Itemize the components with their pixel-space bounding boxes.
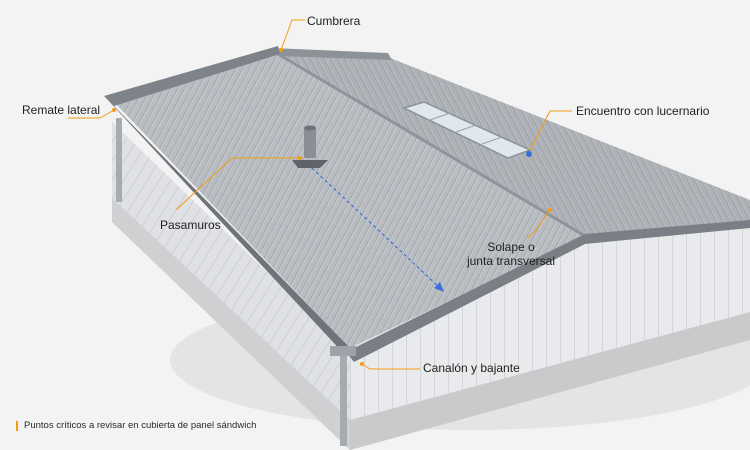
downpipe: [340, 356, 347, 446]
ridge-cap: [272, 48, 392, 60]
gutter-box: [330, 346, 356, 356]
caption-text: Puntos críticos a revisar en cubierta de…: [24, 420, 257, 431]
label-solape-line2: junta transversal: [466, 254, 556, 268]
label-canalon: Canalón y bajante: [423, 361, 520, 375]
side-trim: [104, 46, 280, 106]
front-plinth: [350, 312, 750, 450]
eave-trim: [104, 96, 354, 356]
front-gable-wall: [350, 225, 750, 420]
side-plinth: [112, 198, 350, 450]
label-cumbrera: Cumbrera: [307, 14, 361, 28]
label-remate-lateral: Remate lateral: [22, 103, 101, 117]
vent-flashing: [292, 160, 328, 168]
figure-caption: Puntos críticos a revisar en cubierta de…: [16, 420, 256, 431]
downpipe-side: [116, 118, 122, 202]
label-pasamuros: Pasamuros: [160, 218, 221, 232]
leader-pasamuros: [175, 157, 300, 211]
slope-arrow: [311, 167, 441, 289]
label-solape: Solape o junta transversal: [456, 240, 566, 268]
caption-accent-bar: [16, 420, 18, 431]
label-solape-line1: Solape o: [487, 240, 535, 254]
roof-slope-left: [112, 52, 585, 348]
label-encuentro-lucernario: Encuentro con lucernario: [576, 104, 710, 118]
vent-pipe: [304, 128, 316, 158]
leader-remate: [68, 109, 115, 119]
skylight-marker: [526, 151, 532, 157]
leader-canalon: [361, 363, 420, 370]
side-wall: [112, 122, 350, 420]
leader-solape: [527, 209, 551, 239]
leader-cumbrera: [280, 19, 305, 51]
leader-lucernario: [529, 110, 572, 151]
slope-arrow-head: [434, 282, 444, 292]
